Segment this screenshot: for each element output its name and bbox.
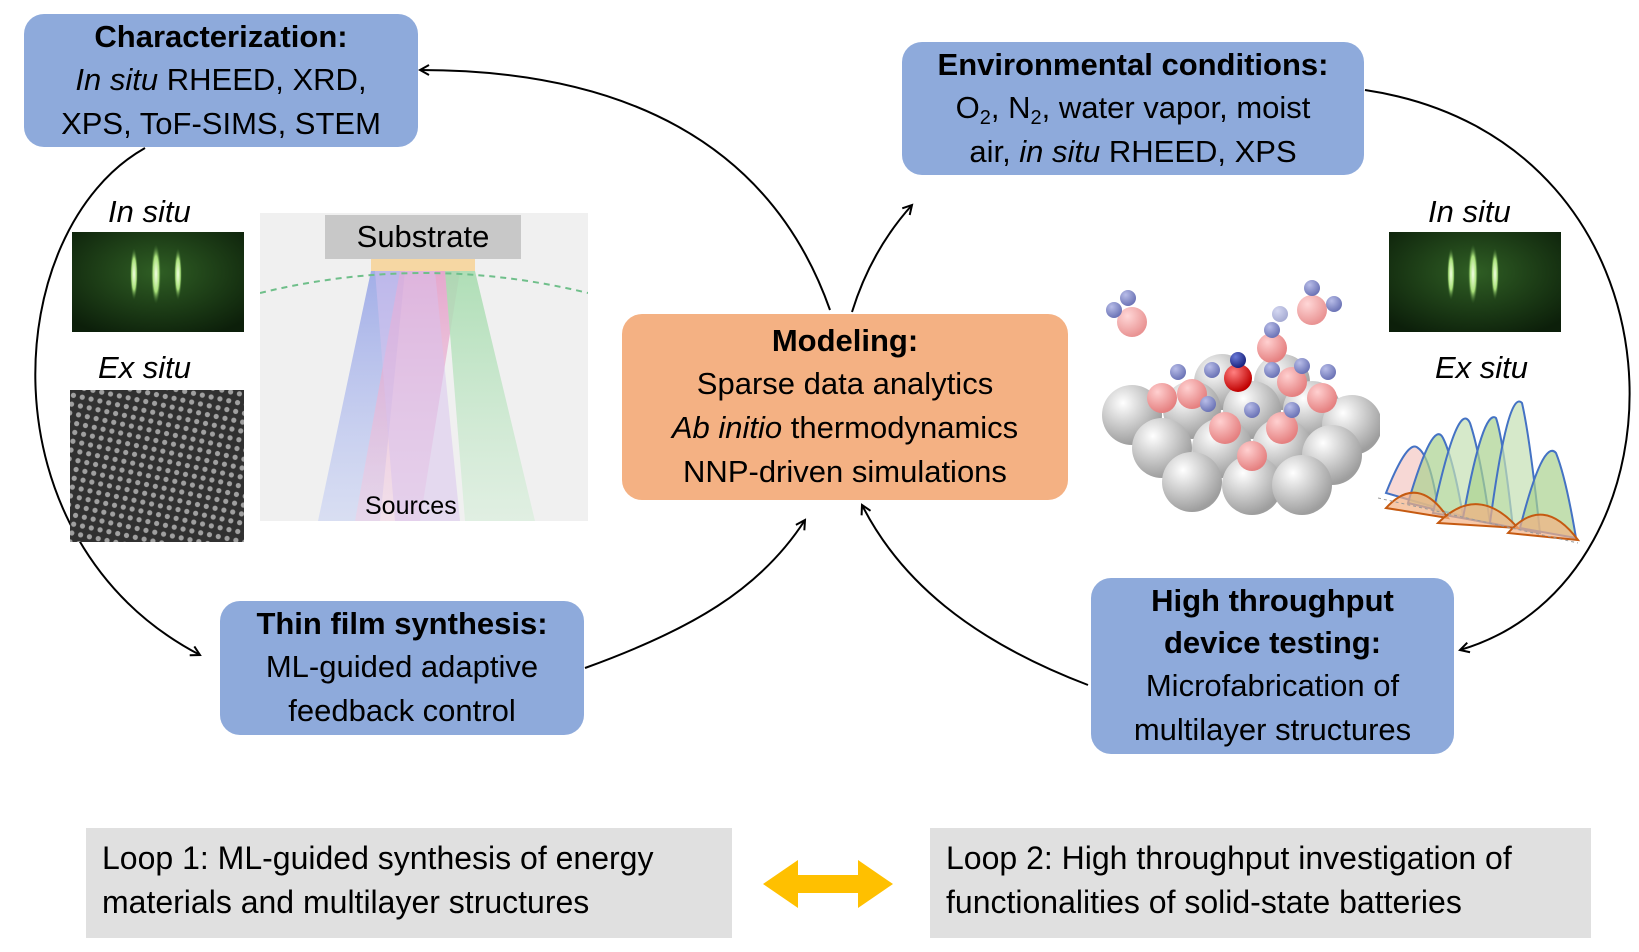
modeling-line1: Sparse data analytics: [696, 366, 994, 401]
loop2-path-to-environmental: [851, 205, 912, 313]
loop2-path-to-modeling: [862, 505, 1089, 686]
atomic-model: [1102, 280, 1380, 515]
synthesis-line1: ML-guided adaptive: [265, 649, 539, 684]
loop1-path-to-synthesis: [34, 147, 200, 655]
loop1-path-to-characterization: [420, 70, 831, 311]
double-arrow: [763, 860, 893, 908]
rheed-pattern-right: [1389, 232, 1561, 332]
deposition-schematic: [260, 213, 588, 521]
modeling-ab-initio: Ab initio: [671, 410, 783, 445]
modeling-title: Modeling:: [771, 323, 919, 358]
modeling-box: Modeling: Sparse data analytics Ab initi…: [622, 314, 1068, 500]
environmental-in-situ: in situ: [1019, 133, 1101, 169]
environmental-title: Environmental conditions:: [937, 46, 1329, 82]
modeling-line2: thermodynamics: [782, 410, 1019, 445]
loop1-line1: Loop 1: ML-guided synthesis of energy: [102, 840, 654, 876]
ex-situ-label-left: Ex situ: [98, 350, 192, 385]
n2-symbol: , N: [990, 89, 1031, 125]
synthesis-box: Thin film synthesis: ML-guided adaptive …: [220, 601, 584, 735]
in-situ-label-right: In situ: [1428, 194, 1511, 229]
testing-title-1: High throughput: [1151, 583, 1394, 618]
loop2-path-to-testing: [1364, 89, 1631, 650]
testing-line2: multilayer structures: [1133, 712, 1412, 747]
testing-line1: Microfabrication of: [1145, 668, 1400, 703]
loop1-description: Loop 1: ML-guided synthesis of energy ma…: [86, 828, 732, 938]
loop2-line2: functionalities of solid-state batteries: [946, 884, 1462, 920]
stem-image-left: [70, 390, 244, 542]
loop1-line2: materials and multilayer structures: [102, 884, 590, 920]
rheed-pattern-left: [72, 232, 244, 332]
xps-spectra-right: [1378, 400, 1581, 544]
modeling-line3: NNP-driven simulations: [683, 454, 1007, 489]
synthesis-line2: feedback control: [288, 693, 516, 728]
o2-symbol: O: [955, 89, 980, 125]
environmental-box: Environmental conditions: O2, N2, water …: [902, 42, 1364, 175]
characterization-methods-1: RHEED, XRD,: [158, 61, 367, 97]
ex-situ-label-right: Ex situ: [1435, 350, 1529, 385]
in-situ-label-left: In situ: [108, 194, 191, 229]
sources-label: Sources: [365, 492, 457, 520]
loop1-path-to-modeling: [584, 520, 805, 669]
testing-box: High throughput device testing: Microfab…: [1091, 578, 1454, 754]
characterization-in-situ: In situ: [75, 61, 159, 97]
substrate-label: Substrate: [356, 219, 490, 254]
characterization-title: Characterization:: [94, 18, 348, 54]
characterization-methods-2: XPS, ToF-SIMS, STEM: [61, 105, 381, 141]
synthesis-title: Thin film synthesis:: [256, 606, 548, 641]
testing-title-2: device testing:: [1163, 625, 1382, 660]
loop2-description: Loop 2: High throughput investigation of…: [930, 828, 1591, 938]
characterization-box: Characterization: In situ RHEED, XRD, XP…: [24, 14, 418, 147]
environmental-line1: , water vapor, moist: [1041, 89, 1311, 125]
loop2-line1: Loop 2: High throughput investigation of: [946, 840, 1512, 876]
environmental-line2: RHEED, XPS: [1100, 133, 1297, 169]
